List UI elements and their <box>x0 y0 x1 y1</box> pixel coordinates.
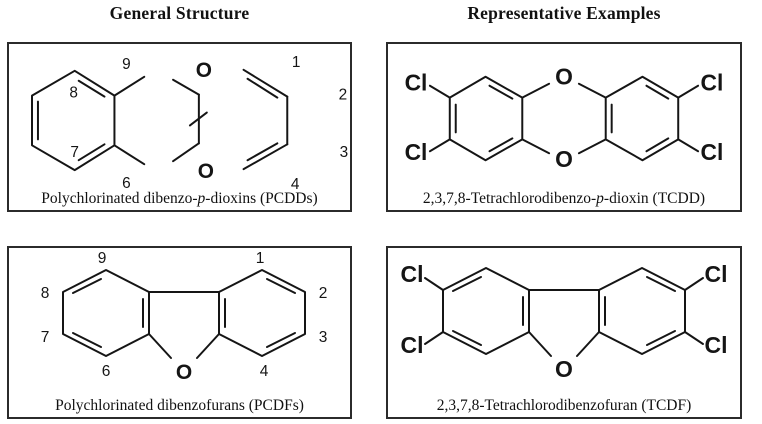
tcdd-caption-post: -dioxin (TCDD) <box>603 190 706 207</box>
position-label-1: 1 <box>292 54 301 71</box>
position-label-4: 4 <box>260 363 269 380</box>
tcdf-furan-ring-bonds <box>528 289 600 357</box>
oxygen-bottom-label: O <box>198 160 214 183</box>
pcdd-right-benzene-ring <box>242 68 289 171</box>
position-label-7: 7 <box>70 144 79 161</box>
pcdd-dioxin-ring-bonds <box>172 78 208 163</box>
pcdf-left-benzene-ring <box>62 269 150 357</box>
tcdd-chlorine-bonds <box>428 84 700 153</box>
tcdf-caption-pre: 2,3,7,8-Tetrachlorodibenzofuran (TCDF) <box>436 396 692 414</box>
oxygen-label: O <box>555 356 573 382</box>
chlorine-bottom-right-label: Cl <box>705 332 728 358</box>
position-label-3: 3 <box>340 144 349 161</box>
position-label-7: 7 <box>41 329 50 346</box>
panel-tcdf-example: O Cl Cl Cl Cl 2,3,7,8-Tetrachlorodibenzo… <box>386 246 742 419</box>
tcdd-caption-italic: p <box>596 190 604 207</box>
tcdd-dioxin-ring-bonds <box>521 82 607 155</box>
position-label-9: 9 <box>122 56 131 73</box>
tcdf-right-benzene-ring <box>598 267 686 355</box>
chlorine-bottom-left-label: Cl <box>405 139 428 165</box>
pcdd-structure-drawing: O O 9 8 7 6 1 2 3 4 <box>31 54 349 191</box>
tcdf-left-benzene-ring <box>442 267 530 355</box>
chlorine-top-left-label: Cl <box>405 70 428 96</box>
oxygen-top-label: O <box>196 59 212 82</box>
tcdd-caption-pre: 2,3,7,8-Tetrachlorodibenzo- <box>422 190 597 207</box>
tcdd-caption: 2,3,7,8-Tetrachlorodibenzo-p-dioxin (TCD… <box>422 190 706 210</box>
panel-pcdd-general: O O 9 8 7 6 1 2 3 4 Polychlorinated dibe… <box>7 42 352 212</box>
position-label-8: 8 <box>69 85 78 102</box>
tcdf-chlorine-bonds <box>424 277 704 345</box>
chlorine-top-right-label: Cl <box>705 261 728 287</box>
chlorine-bottom-left-label: Cl <box>401 332 424 358</box>
pcdd-caption: Polychlorinated dibenzo-p-dioxins (PCDDs… <box>41 190 318 210</box>
position-label-3: 3 <box>319 329 328 346</box>
tcdd-right-benzene-ring <box>604 75 680 162</box>
pcdf-structure-drawing: O 9 8 7 6 1 2 3 4 <box>41 250 328 384</box>
oxygen-bottom-label: O <box>555 146 573 172</box>
chlorine-top-left-label: Cl <box>401 261 424 287</box>
tcdf-structure-drawing: O Cl Cl Cl Cl <box>401 261 728 382</box>
panel-tcdd-example: O O Cl Cl Cl Cl 2,3,7,8-Tetrachlorodiben… <box>386 42 742 212</box>
tcdd-structure-drawing: O O Cl Cl Cl Cl <box>405 64 724 172</box>
position-label-2: 2 <box>339 87 348 104</box>
chlorine-bottom-right-label: Cl <box>701 139 724 165</box>
position-label-8: 8 <box>41 285 50 302</box>
position-label-4: 4 <box>291 176 300 191</box>
pcdf-furan-ring-bonds <box>148 291 220 359</box>
position-label-9: 9 <box>98 250 107 267</box>
pcdf-caption: Polychlorinated dibenzofurans (PCDFs) <box>55 396 304 418</box>
tcdd-left-benzene-ring <box>448 75 524 162</box>
pcdd-caption-pre: Polychlorinated dibenzo- <box>41 190 198 207</box>
pcdf-caption-pre: Polychlorinated dibenzofurans (PCDFs) <box>55 396 304 414</box>
tcdf-caption: 2,3,7,8-Tetrachlorodibenzofuran (TCDF) <box>436 396 692 418</box>
column-header-general-structure: General Structure <box>109 3 250 23</box>
chlorine-top-right-label: Cl <box>701 70 724 96</box>
oxygen-label: O <box>176 361 192 384</box>
pcdd-caption-post: -dioxins (PCDDs) <box>205 190 318 207</box>
position-label-1: 1 <box>256 250 265 267</box>
position-label-6: 6 <box>102 363 111 380</box>
column-header-representative-examples: Representative Examples <box>467 3 661 23</box>
oxygen-top-label: O <box>555 64 573 90</box>
pcdd-caption-italic: p <box>197 190 206 207</box>
pcdd-left-benzene-ring <box>31 69 146 172</box>
position-label-2: 2 <box>319 285 328 302</box>
panel-pcdf-general: O 9 8 7 6 1 2 3 4 Polychlorinated dibenz… <box>7 246 352 419</box>
pcdf-right-benzene-ring <box>218 269 306 357</box>
position-label-6: 6 <box>122 175 131 191</box>
